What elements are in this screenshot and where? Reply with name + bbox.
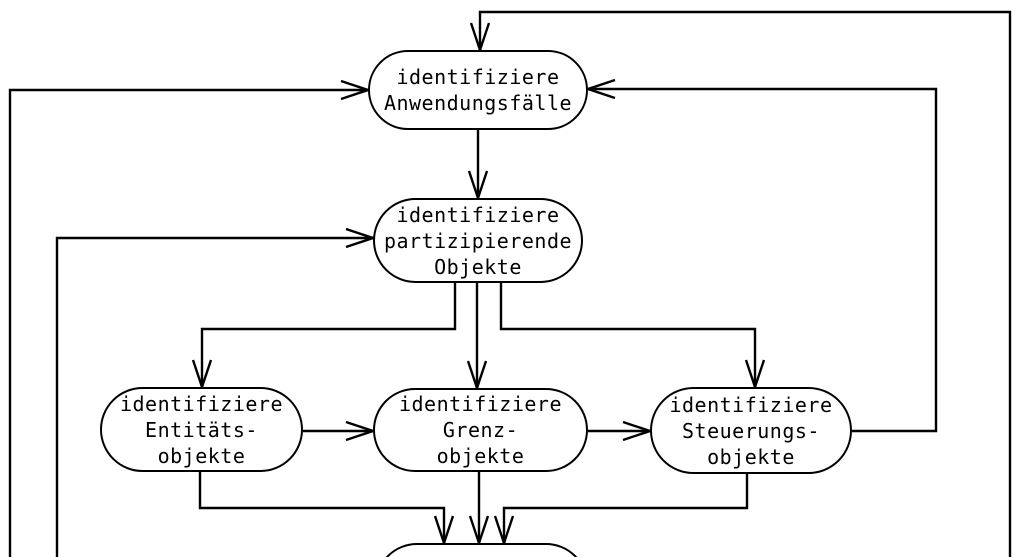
edge-control-to-bottom [493, 474, 749, 548]
edge-loop-left-inner-into-participating [55, 227, 378, 557]
edge-use-cases-to-participating [467, 130, 489, 203]
edge-participating-to-entity [191, 281, 457, 392]
node-identifiziere-anwendungsfaelle: identifiziere Anwendungsfälle [368, 50, 588, 130]
edge-control-to-use-cases [583, 78, 938, 433]
edge-participating-to-control [499, 281, 766, 392]
node-identifiziere-partizipierende-objekte: identifiziere partizipierende Objekte [373, 198, 583, 283]
edge-boundary-to-bottom [468, 472, 490, 548]
edge-entity-to-bottom [198, 472, 455, 548]
node-bottom-partial [375, 543, 588, 557]
node-identifiziere-entitaetsobjekte: identifiziere Entitäts- objekte [100, 387, 303, 472]
node-identifiziere-steuerungsobjekte: identifiziere Steuerungs- objekte [650, 387, 852, 474]
edge-boundary-to-control [588, 420, 655, 442]
edge-loop-right-into-use-cases-top [469, 10, 1012, 557]
edge-participating-to-boundary [466, 281, 488, 393]
node-identifiziere-grenzobjekte: identifiziere Grenz- objekte [373, 388, 588, 472]
edge-entity-to-boundary [303, 420, 378, 442]
edge-loop-left-outer-into-use-cases [8, 79, 373, 557]
